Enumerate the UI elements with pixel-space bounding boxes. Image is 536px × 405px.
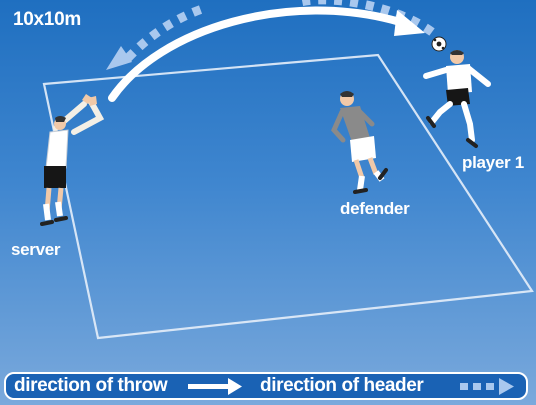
legend-throw-label: direction of throw <box>14 375 168 396</box>
solid-arrow-icon <box>188 378 242 395</box>
legend-header-label: direction of header <box>260 375 424 396</box>
server-label: server <box>11 240 61 259</box>
throw-direction-arrow <box>108 6 425 102</box>
legend-bar: direction of throw direction of header <box>4 372 528 400</box>
grid-outline <box>42 53 534 340</box>
dashed-arrow-icon <box>460 378 514 395</box>
player1-figure <box>423 50 491 148</box>
defender-figure <box>331 91 388 194</box>
header-direction-arrow <box>106 0 435 70</box>
player1-label: player 1 <box>462 153 524 172</box>
server-figure <box>40 94 105 226</box>
football-icon <box>431 36 447 52</box>
grid-size-label: 10x10m <box>13 9 81 30</box>
defender-label: defender <box>340 199 410 218</box>
